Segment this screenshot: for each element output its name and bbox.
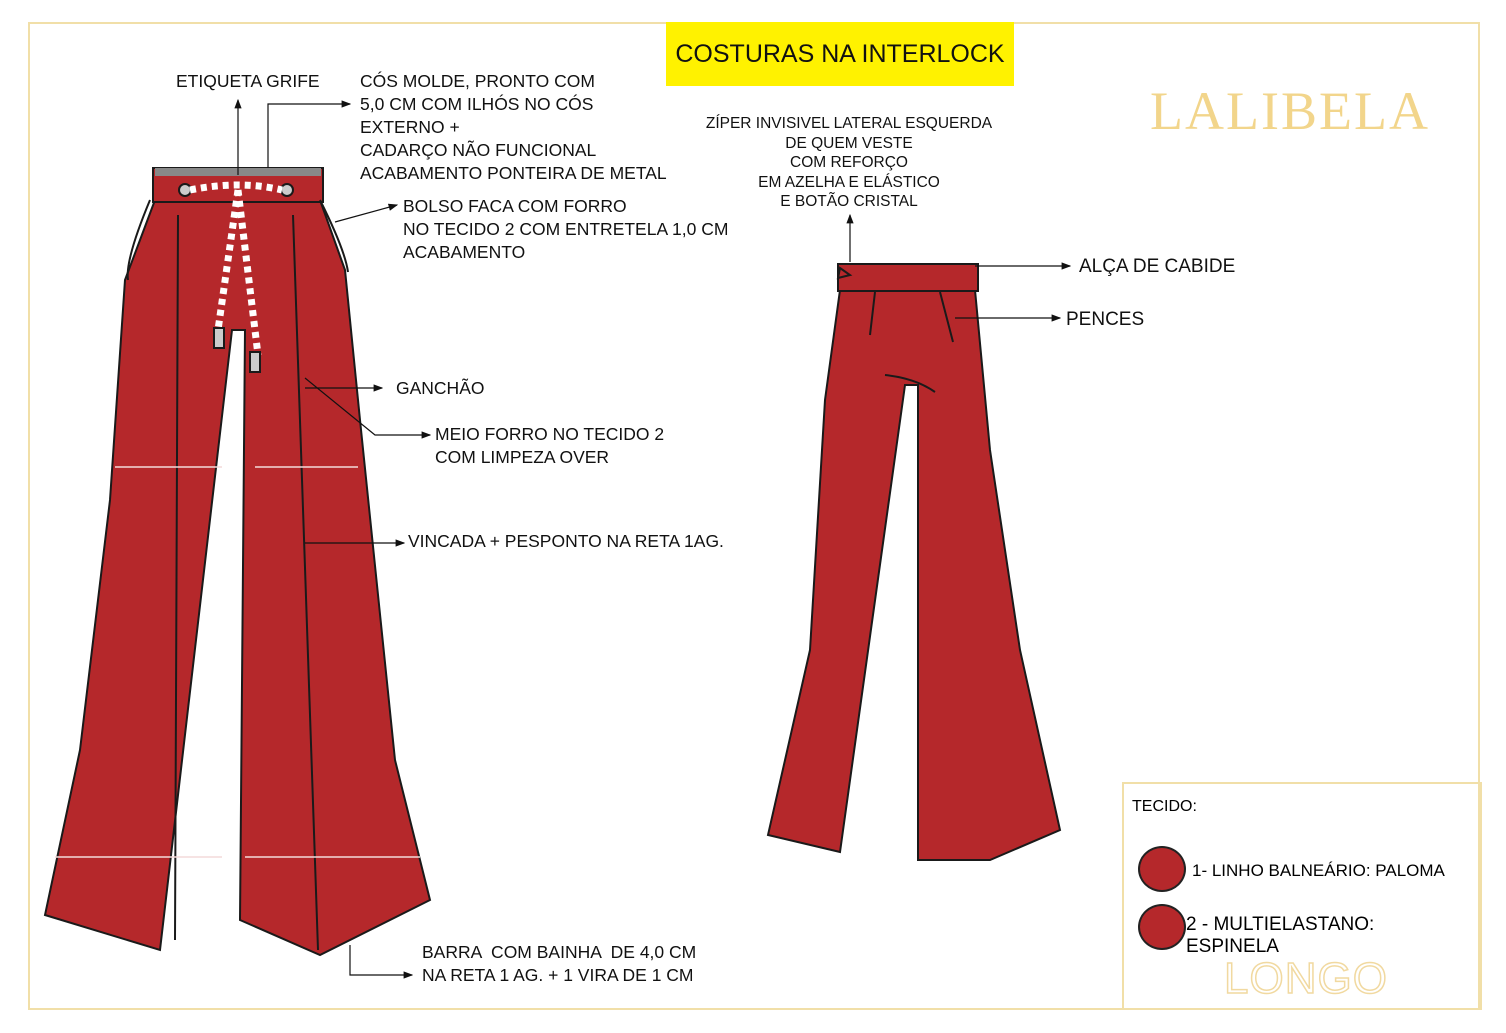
label-cos: CÓS MOLDE, PRONTO COM 5,0 CM COM ILHÓS N… [360, 71, 667, 183]
label-meio-forro: MEIO FORRO NO TECIDO 2 COM LIMPEZA OVER [435, 424, 665, 467]
callout-arrows [234, 98, 1072, 979]
legend-item-2: 2 - MULTIELASTANO: ESPINELA [1186, 914, 1375, 957]
page-title: COSTURAS NA INTERLOCK [666, 22, 1014, 86]
label-pences: PENCES [1066, 309, 1145, 330]
label-etiqueta: ETIQUETA GRIFE [176, 71, 320, 91]
fabric-swatch-2 [1138, 904, 1186, 950]
label-vincada: VINCADA + PESPONTO NA RETA 1AG. [408, 531, 724, 551]
label-alca: ALÇA DE CABIDE [1079, 256, 1236, 277]
back-pants-sketch [766, 263, 1062, 861]
label-bolso: BOLSO FACA COM FORRO NO TECIDO 2 COM ENT… [403, 196, 729, 262]
label-ziper: ZÍPER INVISIVEL LATERAL ESQUERDA DE QUEM… [705, 115, 993, 210]
legend-item-1: 1- LINHO BALNEÁRIO: PALOMA [1192, 861, 1445, 880]
legend-heading: TECIDO: [1132, 798, 1197, 815]
brand-logo: LALIBELA [1150, 81, 1430, 141]
length-label: LONGO [1223, 953, 1388, 1004]
fabric-legend: TECIDO: 1- LINHO BALNEÁRIO: PALOMA 2 - M… [1122, 782, 1482, 1010]
fabric-swatch-1 [1138, 846, 1186, 892]
label-ganchao: GANCHÃO [396, 378, 485, 398]
label-barra: BARRA COM BAINHA DE 4,0 CM NA RETA 1 AG.… [422, 942, 697, 985]
front-pants-sketch [43, 167, 432, 957]
